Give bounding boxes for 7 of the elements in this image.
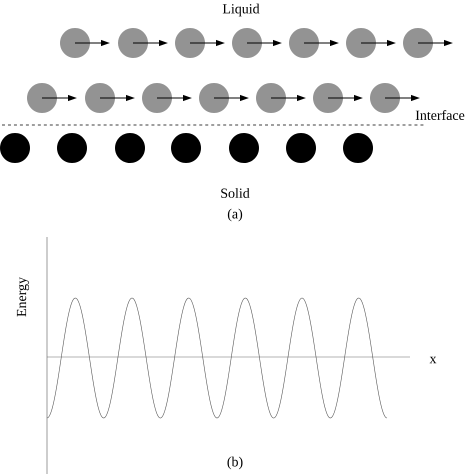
panel-caption: (b) — [227, 456, 243, 470]
interface-label: Interface — [416, 110, 464, 120]
panel-caption: (a) — [228, 208, 242, 222]
panel-label: Liquid — [222, 4, 260, 16]
axis-label: x — [430, 356, 436, 364]
panel-label: Solid — [221, 188, 250, 198]
axis-label: Energy — [16, 277, 30, 317]
